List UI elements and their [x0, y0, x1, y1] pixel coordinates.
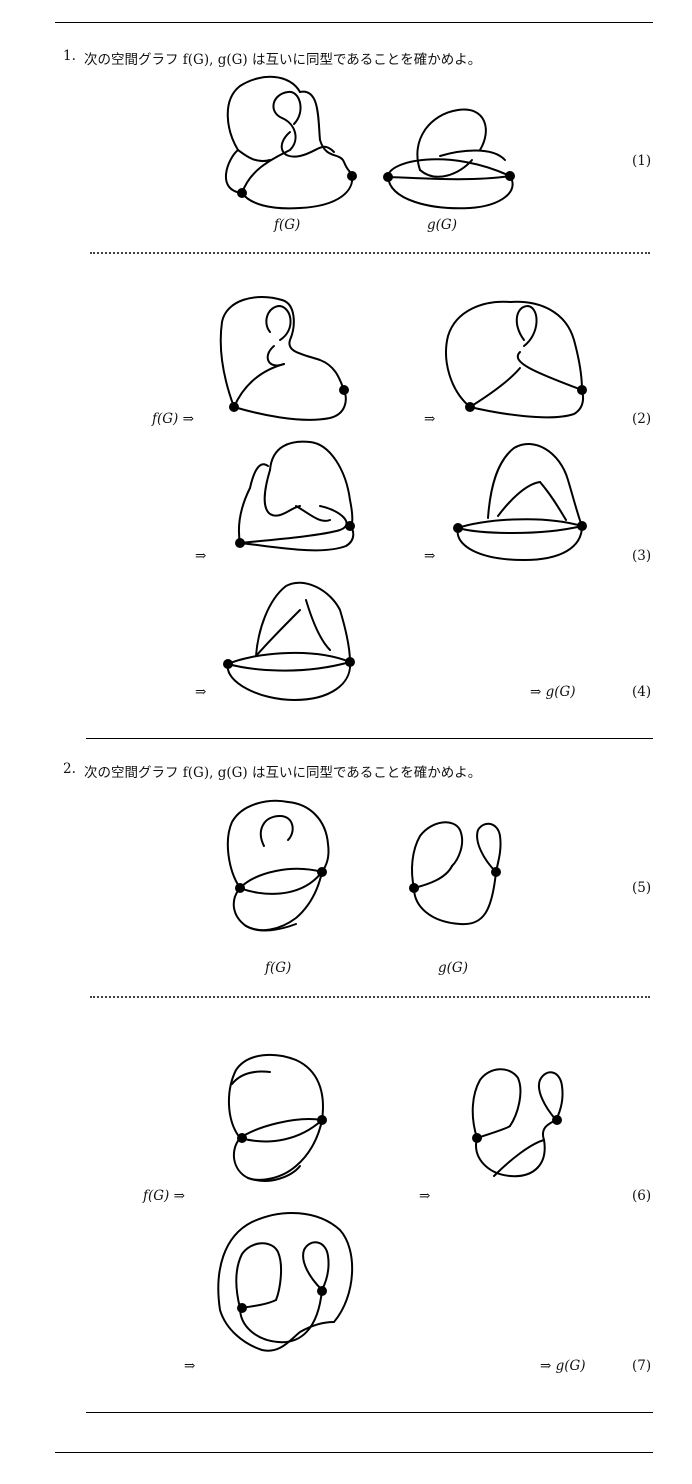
step3-arrow-left: ⇒ [195, 548, 207, 564]
diagram-1-g [383, 108, 515, 210]
diagram-4 [223, 581, 355, 701]
problem-1-statement: 次の空間グラフ f(G), g(G) は互いに同型であることを確かめよ。 [84, 52, 482, 68]
diagram-7 [217, 1212, 354, 1352]
equation-number-7: (7) [632, 1358, 652, 1374]
step4-end-g: ⇒ g(G) [530, 684, 576, 700]
section-rule-1 [86, 738, 653, 739]
diagram-1-f [224, 75, 357, 210]
diagram-6-left [227, 1053, 327, 1182]
step2-start-f: f(G) ⇒ [152, 411, 194, 427]
problem-2-number: 2. [63, 761, 76, 777]
step7-arrow: ⇒ [184, 1358, 196, 1374]
problem-2-statement: 次の空間グラフ f(G), g(G) は互いに同型であることを確かめよ。 [84, 765, 482, 781]
fig5-label-g: g(G) [438, 960, 468, 976]
step6-arrow: ⇒ [419, 1188, 431, 1204]
equation-number-3: (3) [632, 548, 652, 564]
diagram-6-right [471, 1068, 564, 1178]
step2-arrow: ⇒ [424, 411, 436, 427]
diagram-2-left [219, 296, 349, 421]
fig1-label-g: g(G) [427, 217, 457, 233]
diagram-3-left [235, 440, 355, 552]
equation-number-5: (5) [632, 880, 652, 896]
equation-number-4: (4) [632, 684, 652, 700]
fig1-label-f: f(G) [274, 217, 301, 233]
dotted-separator-2 [90, 996, 650, 998]
step3-arrow-right: ⇒ [424, 548, 436, 564]
diagram-5-f [226, 799, 330, 932]
top-rule [55, 22, 653, 23]
step4-arrow: ⇒ [195, 684, 207, 700]
diagram-5-g [409, 821, 502, 926]
dotted-separator-1 [90, 252, 650, 254]
bottom-rule [55, 1452, 653, 1453]
fig5-label-f: f(G) [265, 960, 292, 976]
equation-number-1: (1) [632, 153, 652, 169]
problem-1-number: 1. [63, 48, 76, 64]
equation-number-6: (6) [632, 1188, 652, 1204]
step6-start-f: f(G) ⇒ [143, 1188, 185, 1204]
diagram-2-right [445, 300, 587, 419]
diagram-3-right [453, 443, 587, 561]
step7-end-g: ⇒ g(G) [540, 1358, 586, 1374]
section-rule-2 [86, 1412, 653, 1413]
equation-number-2: (2) [632, 411, 652, 427]
